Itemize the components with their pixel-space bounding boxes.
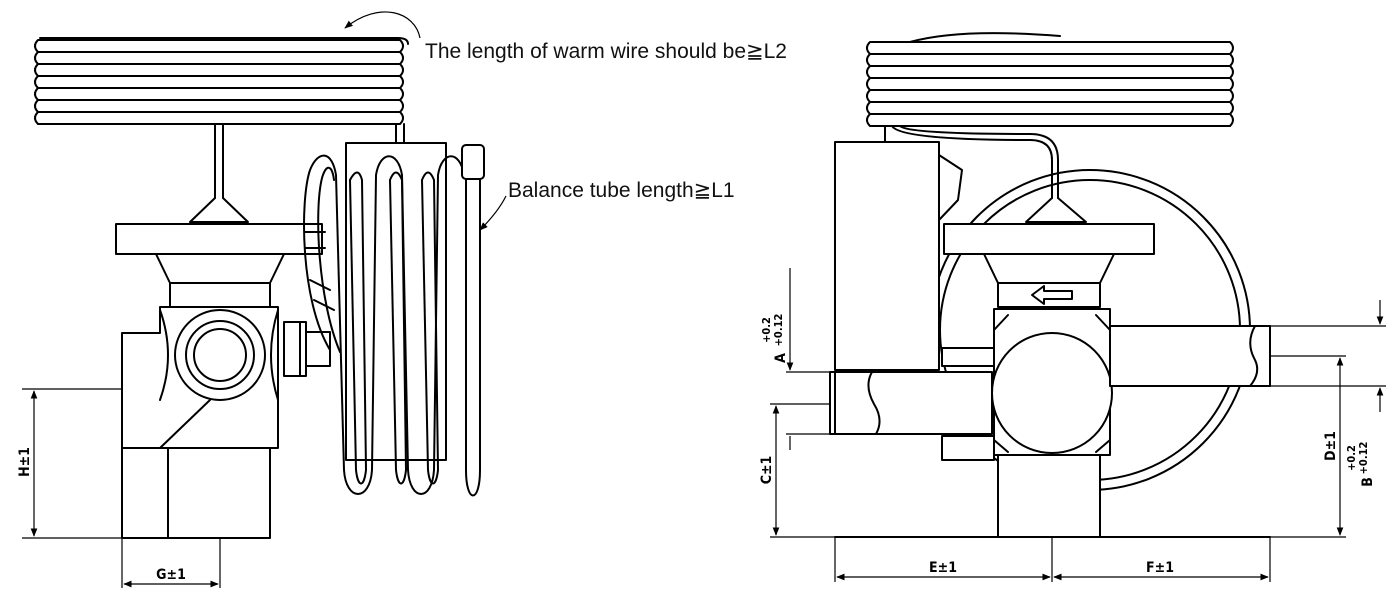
capillary-coil-side (866, 32, 1234, 223)
balance-tube-coil (303, 142, 485, 497)
dimension-label-B: B (1360, 477, 1376, 487)
note-balance-tube: Balance tube length≧L1 (508, 179, 735, 202)
dimension-E: E±1 (834, 537, 1053, 582)
dimension-label-E: E±1 (929, 560, 957, 576)
dimension-label-D: D±1 (1323, 431, 1339, 461)
dimension-C: C±1 (759, 403, 835, 538)
front-view: H±1 G±1 The length of warm wire should b… (17, 11, 787, 588)
dimension-label-H: H±1 (17, 447, 33, 477)
dimension-label-A: A (773, 353, 789, 363)
dimension-A: A +0.2 +0.12 (760, 268, 830, 450)
capillary-coil-front (34, 37, 409, 143)
dimension-label-B-tol-upper: +0.2 (1345, 445, 1358, 471)
dimension-label-C: C±1 (759, 456, 775, 485)
dimension-D: D±1 (1270, 355, 1346, 538)
dimension-label-A-tol-upper: +0.2 (760, 317, 773, 343)
dimension-label-B-tol-lower: +0.12 (1357, 442, 1370, 475)
dimension-label-A-tol-lower: +0.12 (772, 314, 785, 347)
dimension-H: H±1 (17, 388, 122, 539)
dimension-F: F±1 (1053, 537, 1271, 582)
dimension-B: B +0.2 +0.12 (1270, 300, 1386, 487)
dimension-label-F: F±1 (1146, 560, 1174, 576)
side-view: A +0.2 +0.12 C±1 E±1 F±1 D±1 (759, 32, 1386, 582)
dimension-G: G±1 (121, 538, 221, 588)
dimension-label-G: G±1 (156, 567, 186, 583)
note-warm-wire: The length of warm wire should be≧L2 (425, 40, 787, 63)
